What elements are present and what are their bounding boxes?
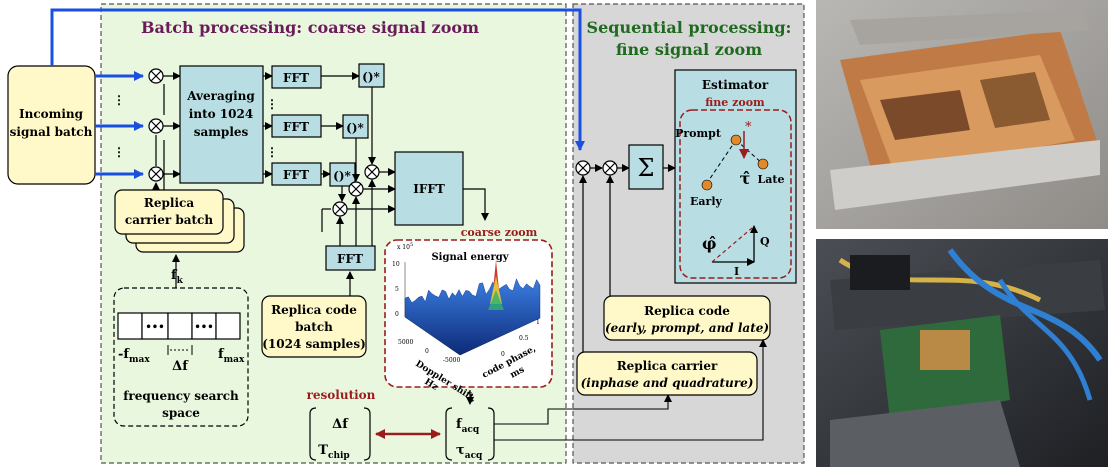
y-tick: 1 <box>536 319 540 326</box>
signal-energy-surface <box>404 278 541 356</box>
frequency-search-space <box>113 287 249 427</box>
conj-label-1: ()* <box>362 70 380 84</box>
freq-space-label-2: space <box>162 406 200 420</box>
x-tick: -5000 <box>443 357 460 364</box>
prompt-label: Prompt <box>675 127 722 140</box>
fft-label-1: FFT <box>283 71 309 85</box>
prompt-point <box>730 134 742 146</box>
replica-carrier-batch-2: carrier batch <box>125 213 213 227</box>
replica-code-batch-1: Replica code <box>271 303 357 317</box>
replica-code-batch-2: batch <box>295 320 333 334</box>
sum-label: Σ <box>638 154 655 182</box>
dots-vertical-3: ⋮ <box>266 97 278 111</box>
replica-carrier-batch-1: Replica <box>144 196 194 210</box>
replica-code-label-2: (early, prompt, and late) <box>605 321 769 335</box>
fft-label-2: FFT <box>283 120 309 134</box>
plot-exponent: x 105 <box>397 242 413 251</box>
f-acq-label: facq <box>456 417 480 435</box>
z-tick: 10 <box>392 261 400 268</box>
x-tick: 5000 <box>398 339 413 346</box>
batch-title: Batch processing: coarse signal zoom <box>141 18 479 37</box>
tau-acq-label: τacq <box>456 443 483 461</box>
fft-label-code: FFT <box>337 252 363 266</box>
fk-label: fk <box>171 268 184 286</box>
hardware-enclosure-photo <box>816 0 1108 229</box>
replica-carrier-label-1: Replica carrier <box>617 359 718 373</box>
y-tick: 0.5 <box>519 335 529 342</box>
fine-zoom-label: fine zoom <box>705 96 765 109</box>
sequential-title-line1: Sequential processing: <box>587 18 792 37</box>
early-label: Early <box>690 195 722 208</box>
z-tick: 0 <box>395 311 399 318</box>
tau-hat-label: τ̂ <box>740 169 751 188</box>
replica-carrier-label-2: (inphase and quadrature) <box>581 376 754 390</box>
ifft-label: IFFT <box>413 182 445 196</box>
late-point <box>757 158 769 170</box>
replica-code-batch-block <box>261 295 367 358</box>
fmin-label: -fmax <box>118 347 150 365</box>
x-tick: 0 <box>425 348 429 355</box>
replica-carrier-block <box>576 351 758 396</box>
incoming-label-1: Incoming <box>19 107 84 121</box>
freq-space-label-1: frequency search <box>123 389 239 403</box>
computer-interior-photo <box>816 239 1108 467</box>
replica-carrier-batch-block <box>114 189 224 235</box>
averaging-block <box>179 65 264 184</box>
dots-1: ••• <box>145 322 164 333</box>
estimator-label: Estimator <box>702 78 769 92</box>
fft-block-1 <box>271 65 322 89</box>
fft-label-3: FFT <box>283 168 309 182</box>
estimator-block <box>674 69 797 284</box>
phi-hat-label: φ̂ <box>702 234 716 253</box>
fmax-label: fmax <box>218 347 245 365</box>
y-tick: 0 <box>501 351 505 358</box>
averaging-label-3: samples <box>194 125 249 139</box>
signal-bypass-line <box>50 8 585 151</box>
dots-vertical-1: ⋮ <box>113 93 125 107</box>
fine-zoom-frame <box>679 109 792 279</box>
replica-code-block <box>603 295 771 341</box>
dots-2: ••• <box>194 322 213 333</box>
early-point <box>701 179 713 191</box>
conj-label-3: ()* <box>333 169 351 183</box>
replica-code-label-1: Replica code <box>644 304 730 318</box>
signal-energy-label: Signal energy <box>431 252 509 263</box>
resolution-label: resolution <box>307 388 376 402</box>
res-delta-f: Δf <box>332 417 349 432</box>
averaging-label-1: Averaging <box>186 89 255 103</box>
q-label: Q <box>760 235 770 248</box>
sum-block <box>628 144 664 190</box>
coarse-zoom-label: coarse zoom <box>461 226 538 239</box>
conj-label-2: ()* <box>346 121 364 135</box>
ifft-block <box>394 151 464 226</box>
averaging-label-2: into 1024 <box>189 107 253 121</box>
late-label: Late <box>758 173 785 186</box>
fft-block-code <box>325 245 376 271</box>
incoming-label-2: signal batch <box>10 125 93 139</box>
dots-vertical-4: ⋮ <box>266 145 278 159</box>
replica-code-batch-3: (1024 samples) <box>262 337 366 351</box>
peak-star: * <box>745 120 752 135</box>
res-tchip: Tchip <box>318 443 349 461</box>
sequential-title-line2: fine signal zoom <box>616 40 762 59</box>
delta-f-label: Δf <box>172 359 189 374</box>
i-label: I <box>734 265 739 278</box>
dots-vertical-2: ⋮ <box>113 145 125 159</box>
z-tick: 5 <box>395 286 399 293</box>
